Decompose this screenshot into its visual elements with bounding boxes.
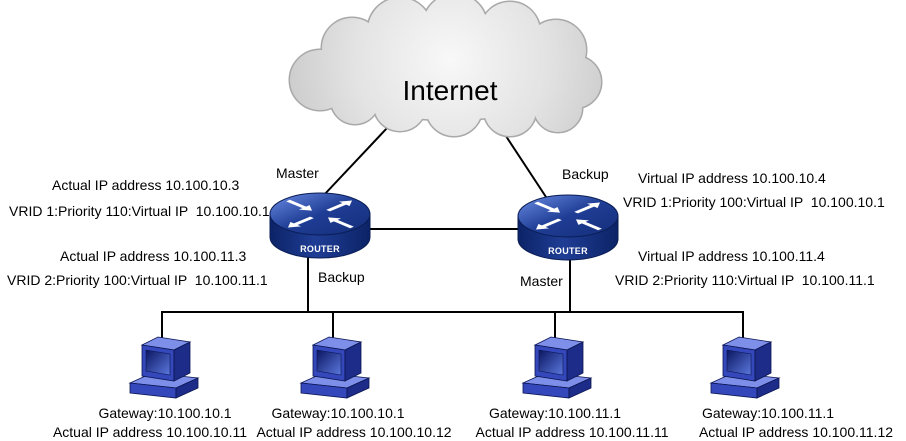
host-address: Actual IP address 10.100.10.11 (53, 424, 247, 440)
host-3: Gateway:10.100.11.1 Actual IP address 10… (475, 336, 669, 440)
router-right-vrid2-role: Master (520, 273, 563, 289)
computer-icon (129, 336, 199, 399)
computer-icon (522, 336, 592, 399)
router-left-labels: Master Actual IP address 10.100.10.3 VRI… (7, 165, 365, 288)
cloud-icon: Internet (288, 0, 603, 138)
router-top (269, 192, 371, 236)
router-left-vrid1-role: Master (276, 165, 319, 181)
network-links (161, 126, 744, 340)
host-gateway: Gateway:10.100.10.1 (271, 405, 404, 421)
router-left-vrid1-interface: Actual IP address 10.100.10.3 (52, 177, 240, 193)
link-internet-router-right (499, 126, 549, 201)
cloud-body (290, 0, 601, 136)
router-icon: ROUTER (269, 192, 371, 259)
host-2: Gateway:10.100.10.1 Actual IP address 10… (256, 336, 452, 440)
router-right-vrid1-interface: Virtual IP address 10.100.10.4 (638, 170, 826, 186)
router-badge-text: ROUTER (548, 246, 588, 256)
host-1: Gateway:10.100.10.1 Actual IP address 10… (53, 336, 247, 440)
host-address: Actual IP address 10.100.11.11 (475, 424, 668, 440)
router-left-vrid1-config: VRID 1:Priority 110:Virtual IP 10.100.10… (9, 203, 270, 219)
host-gateway: Gateway:10.100.11.1 (489, 405, 621, 421)
router-left-vrid2-role: Backup (318, 269, 365, 285)
host-4: Gateway:10.100.11.1 Actual IP address 10… (699, 336, 893, 440)
router-right-vrid1-config: VRID 1:Priority 100:Virtual IP 10.100.10… (623, 194, 885, 210)
internet-label: Internet (403, 75, 498, 106)
computer-icon (710, 336, 780, 399)
host-gateway: Gateway:10.100.10.1 (98, 405, 231, 421)
router-badge-text: ROUTER (300, 244, 340, 254)
router-right-labels: Backup Virtual IP address 10.100.10.4 VR… (520, 166, 885, 289)
router-right-vrid1-role: Backup (562, 166, 609, 182)
router-top (517, 194, 619, 238)
router-right-vrid2-config: VRID 2:Priority 110:Virtual IP 10.100.11… (615, 272, 875, 288)
computer-icon (300, 336, 370, 399)
router-left-vrid2-interface: Actual IP address 10.100.11.3 (60, 248, 246, 264)
router-left-vrid2-config: VRID 2:Priority 100:Virtual IP 10.100.11… (7, 272, 268, 288)
link-internet-router-left (322, 126, 389, 197)
router-icon: ROUTER (517, 194, 619, 261)
host-address: Actual IP address 10.100.11.12 (699, 424, 893, 440)
host-gateway: Gateway:10.100.11.1 (702, 405, 834, 421)
host-address: Actual IP address 10.100.10.12 (256, 424, 451, 440)
router-right-vrid2-interface: Virtual IP address 10.100.11.4 (638, 248, 825, 264)
